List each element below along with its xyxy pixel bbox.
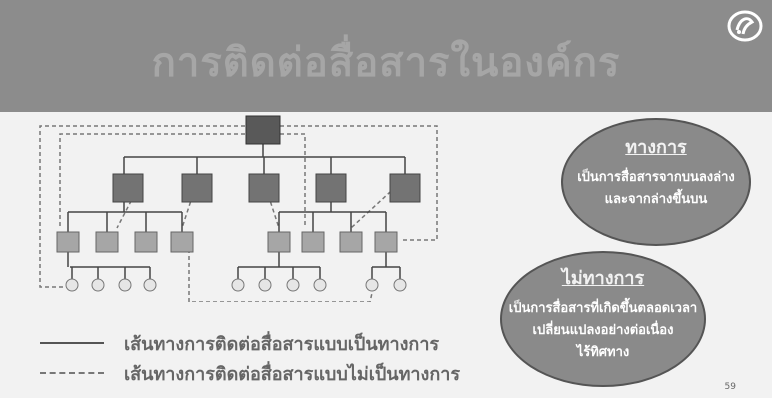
org-level2-box: [315, 173, 347, 203]
org-staff-node: [313, 278, 327, 292]
org-level3-box: [56, 231, 80, 253]
slide-title: การติดต่อสื่อสารในองค์กร: [151, 39, 621, 86]
org-staff-node: [393, 278, 407, 292]
org-top-box: [245, 115, 281, 145]
informal-line: เป็นการสื่อสารที่เกิดขึ้นตลอดเวลา: [508, 301, 698, 316]
org-level3-box: [339, 231, 363, 253]
dashed-line-swatch: [40, 372, 104, 374]
org-staff-nodes: [65, 278, 407, 292]
legend-informal-label: เส้นทางการติดต่อสื่อสารแบบไม่เป็นทางการ: [124, 363, 461, 385]
formal-line: และจากล่างขึ้นบน: [604, 192, 708, 207]
formal-heading: ทางการ: [625, 137, 687, 158]
org-level3-box: [95, 231, 119, 253]
org-level3-box: [134, 231, 158, 253]
title-bar: การติดต่อสื่อสารในองค์กร: [0, 0, 772, 112]
org-staff-node: [286, 278, 300, 292]
org-chart: [39, 115, 438, 302]
org-staff-node: [65, 278, 79, 292]
formal-links: [67, 143, 406, 280]
org-staff-node: [91, 278, 105, 292]
org-level3-box: [267, 231, 291, 253]
org-level3-box: [374, 231, 398, 253]
formal-callout: ทางการ เป็นการสื่อสารจากบนลงล่าง และจากล…: [561, 118, 751, 246]
org-staff-node: [118, 278, 132, 292]
org-level2-box: [248, 173, 280, 203]
legend: เส้นทางการติดต่อสื่อสารแบบเป็นทางการ เส้…: [40, 328, 460, 388]
org-level2-box: [112, 173, 144, 203]
solid-line-swatch: [40, 342, 104, 344]
university-logo-icon: [727, 10, 763, 42]
page-number: 59: [724, 382, 736, 392]
org-staff-node: [258, 278, 272, 292]
formal-line: เป็นการสื่อสารจากบนลงล่าง: [577, 170, 735, 185]
org-level3-box: [301, 231, 325, 253]
org-level2-box: [181, 173, 213, 203]
org-staff-node: [143, 278, 157, 292]
org-staff-node: [231, 278, 245, 292]
informal-heading: ไม่ทางการ: [561, 268, 645, 289]
org-level3-box: [170, 231, 194, 253]
org-level2-box: [389, 173, 421, 203]
informal-callout: ไม่ทางการ เป็นการสื่อสารที่เกิดขึ้นตลอดเ…: [500, 251, 706, 387]
legend-formal-label: เส้นทางการติดต่อสื่อสารแบบเป็นทางการ: [124, 333, 440, 355]
org-staff-node: [365, 278, 379, 292]
legend-row-informal: เส้นทางการติดต่อสื่อสารแบบไม่เป็นทางการ: [40, 358, 460, 388]
informal-line: เปลี่ยนแปลงอย่างต่อเนื่อง: [532, 323, 674, 338]
informal-line: ไร้ทิศทาง: [576, 345, 630, 360]
legend-row-formal: เส้นทางการติดต่อสื่อสารแบบเป็นทางการ: [40, 328, 460, 358]
